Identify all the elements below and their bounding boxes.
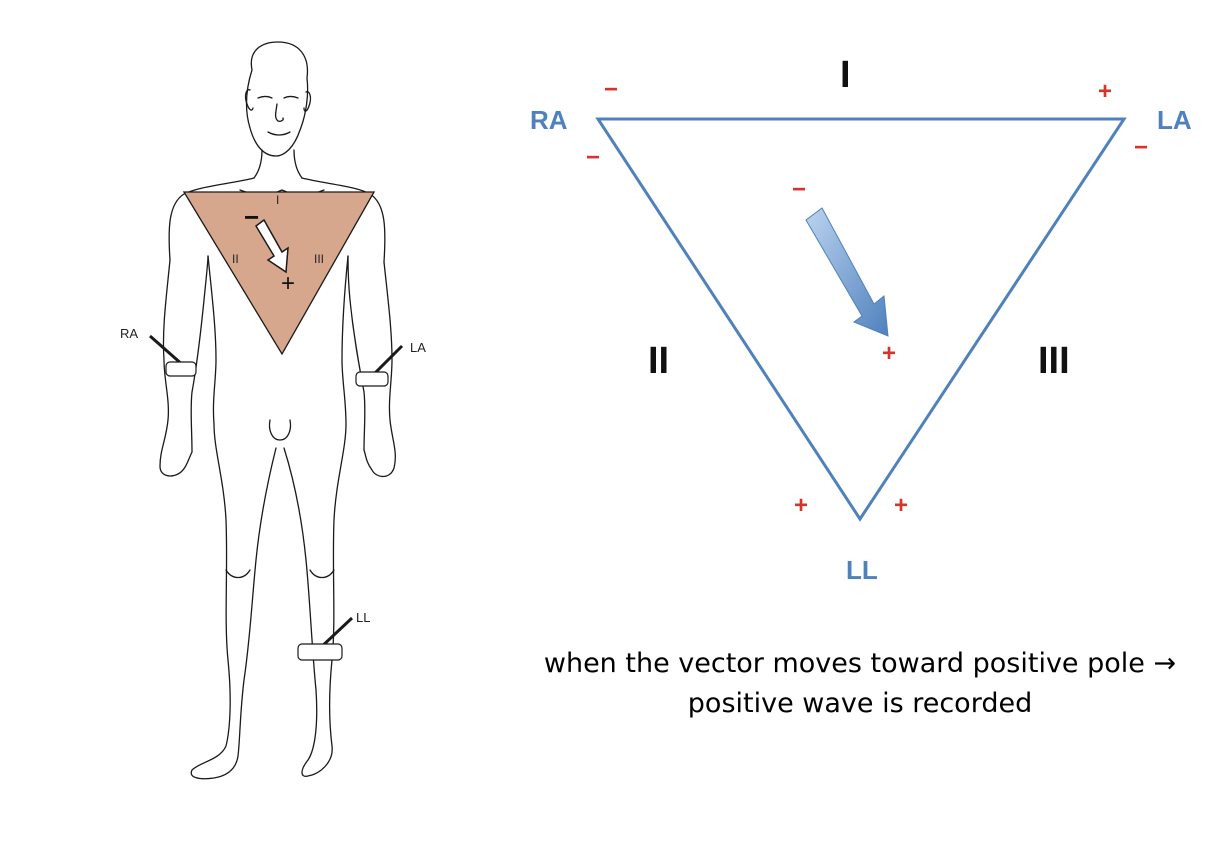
triangle-outline <box>595 117 1127 522</box>
lead-i-label-small: I <box>276 193 280 207</box>
einthoven-triangle <box>182 191 376 356</box>
lead-iii-minus: − <box>1134 134 1149 161</box>
lead-i-label: I <box>840 54 851 96</box>
lead-iii-label: III <box>1038 340 1070 382</box>
lead-iii-plus: + <box>894 492 909 519</box>
lead-i-plus: + <box>1098 78 1113 105</box>
la-label: LA <box>1157 105 1192 135</box>
ra-label-small: RA <box>120 326 139 341</box>
body-drawing <box>149 41 404 780</box>
vector-plus: + <box>882 340 897 367</box>
vector-arrow <box>805 207 889 337</box>
caption-line-1: when the vector moves toward positive po… <box>543 648 1177 679</box>
ll-label-small: LL <box>356 610 371 625</box>
lead-iii-label-small: III <box>314 252 325 266</box>
lead-ii-label: II <box>648 340 670 382</box>
body-diagram: RA LA LL I II III − + <box>0 0 520 841</box>
vector-minus-small: − <box>244 202 260 232</box>
ll-electrode <box>297 616 354 661</box>
ra-label: RA <box>530 105 568 135</box>
lead-i-minus: − <box>604 76 619 103</box>
caption-line-2: positive wave is recorded <box>687 688 1033 719</box>
lead-ii-label-small: II <box>232 252 239 266</box>
ra-electrode <box>149 334 197 377</box>
lead-ii-minus: − <box>586 144 601 171</box>
lead-ii-plus: + <box>794 492 809 519</box>
vector-minus: − <box>792 176 807 203</box>
la-label-small: LA <box>410 340 426 355</box>
vector-arrow-small <box>255 218 289 274</box>
ll-label: LL <box>846 555 878 585</box>
la-electrode <box>355 344 404 387</box>
vector-plus-small: + <box>281 270 296 297</box>
